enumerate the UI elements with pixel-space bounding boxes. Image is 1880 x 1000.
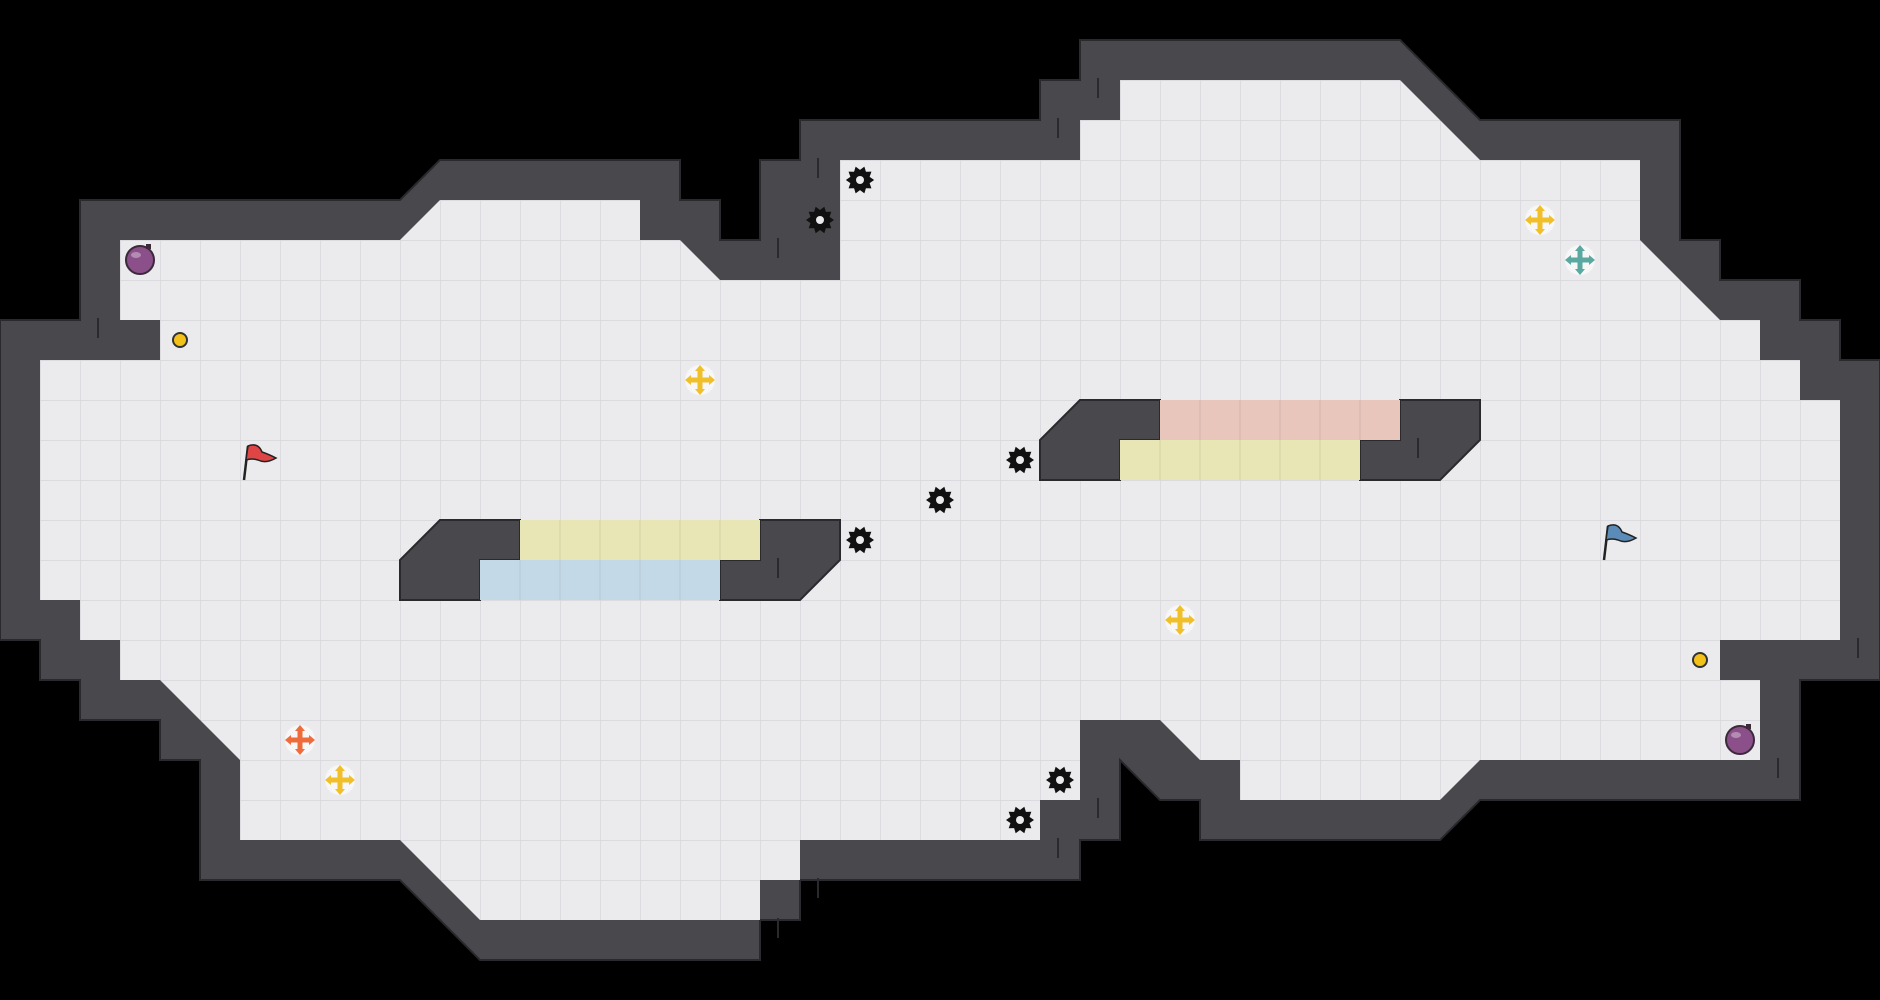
orange-boost-icon xyxy=(285,725,315,755)
saws xyxy=(806,166,1074,834)
saw-icon xyxy=(1006,446,1034,474)
saw-icon xyxy=(846,526,874,554)
yellow-boost-icon xyxy=(685,365,715,395)
red-flag-icon xyxy=(242,444,278,481)
saw-icon xyxy=(846,166,874,194)
bomb-icon xyxy=(1725,724,1755,755)
saw-icon xyxy=(1046,766,1074,794)
coins xyxy=(172,332,1708,668)
zone-yellow-left xyxy=(520,520,760,560)
saw-icon xyxy=(806,206,834,234)
coin-icon xyxy=(172,332,188,348)
saw-icon xyxy=(926,486,954,514)
yellow-boost-icon xyxy=(325,765,355,795)
yellow-boost-icon xyxy=(1165,605,1195,635)
yellow-boost-icon xyxy=(1525,205,1555,235)
zones xyxy=(480,400,1400,600)
wall-notches xyxy=(97,78,1859,938)
zone-yellow-right xyxy=(1120,440,1360,480)
saw-icon xyxy=(1006,806,1034,834)
blue-flag-icon xyxy=(1602,524,1638,561)
zone-blue-left xyxy=(480,560,720,600)
coin-icon xyxy=(1692,652,1708,668)
bomb-icon xyxy=(125,244,155,275)
boosts xyxy=(285,205,1595,795)
teal-boost-icon xyxy=(1565,245,1595,275)
zone-salmon-right xyxy=(1160,400,1400,440)
